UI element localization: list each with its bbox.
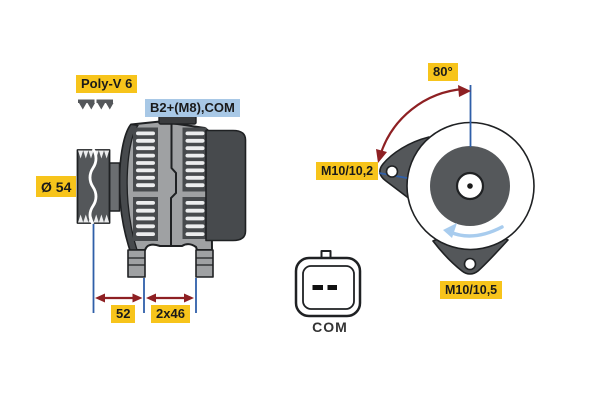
break-line [88,148,98,225]
rotation-arrow [443,223,504,238]
angle-arc-80 [376,85,471,163]
belt-type-label: Poly-V 6 [76,75,138,93]
alternator-rear-view [376,85,535,275]
housing-seam [170,121,177,246]
dim-arrow-52 [95,293,143,303]
connector-pin-2 [327,285,337,290]
connector-inner-shell [302,265,355,310]
rear-cover [205,129,247,242]
connector-pin-1 [312,285,323,290]
dimension-lines [92,224,197,313]
shaft-center [467,183,473,189]
mounting-feet [127,249,214,278]
mounting-angle-label: 80° [428,63,458,81]
mount-hole-lower-label: M10/10,5 [440,281,503,299]
terminals-label: B2+(M8),COM [145,99,240,117]
pulley [76,148,111,225]
poly-v-belt-icon [78,99,114,110]
pulley-diameter-label: Ø 54 [36,176,77,197]
connector-label: COM [312,319,348,335]
dim-arrow-2x46 [146,293,194,303]
vent-bands [133,127,207,241]
dim-2x46-label: 2x46 [151,305,190,323]
mount-hole-upper [385,165,399,178]
mount-hole-upper-label: M10/10,2 [316,162,379,180]
shaft-nose [108,162,121,212]
com-connector [294,250,362,318]
dim-52-label: 52 [111,305,136,323]
alternator-side-view [76,99,247,313]
mount-hole-lower [463,257,477,271]
